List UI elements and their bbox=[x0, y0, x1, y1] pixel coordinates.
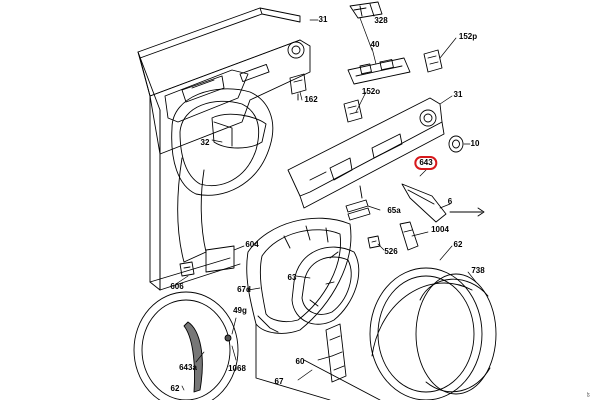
door-hinge-60 bbox=[325, 323, 347, 383]
label-31-right: 31 bbox=[453, 90, 463, 99]
label-10: 10 bbox=[470, 139, 480, 148]
leader-lines bbox=[175, 17, 477, 391]
part-643-handle bbox=[401, 183, 447, 223]
label-32: 32 bbox=[200, 138, 210, 147]
part-606-bracket bbox=[179, 261, 195, 277]
label-67d: 67d bbox=[237, 285, 251, 294]
label-152p: 152p bbox=[458, 32, 478, 41]
label-62-bottom: 62 bbox=[170, 384, 180, 393]
label-49g: 49g bbox=[233, 306, 247, 315]
part-6-rod bbox=[449, 207, 485, 217]
label-526: 526 bbox=[384, 247, 398, 256]
door-glass-62 bbox=[369, 267, 483, 400]
front-panel-top bbox=[149, 39, 311, 291]
part-526-catch bbox=[367, 235, 381, 249]
label-162: 162 bbox=[304, 95, 318, 104]
control-panel bbox=[287, 97, 445, 209]
label-31-top: 31 bbox=[318, 15, 328, 24]
label-152o: 152o bbox=[361, 87, 381, 96]
drum-opening bbox=[171, 88, 274, 263]
label-67: 67 bbox=[274, 377, 284, 386]
part-604-plate bbox=[205, 245, 235, 273]
part-10-knob bbox=[448, 135, 464, 153]
label-738: 738 bbox=[471, 266, 485, 275]
door-base-67 bbox=[255, 323, 381, 400]
part-40-board bbox=[347, 57, 411, 85]
door-lower-62 bbox=[133, 291, 239, 400]
label-62-right: 62 bbox=[453, 240, 463, 249]
label-1068: 1068 bbox=[228, 364, 246, 373]
door-seal-738 bbox=[415, 273, 497, 395]
part-152o-knob bbox=[343, 99, 363, 123]
part-328-switch bbox=[349, 1, 383, 19]
label-60: 60 bbox=[295, 357, 305, 366]
label-606: 606 bbox=[170, 282, 184, 291]
part-1004-latch bbox=[399, 221, 419, 251]
label-1004: 1004 bbox=[431, 225, 449, 234]
label-65a: 65a bbox=[387, 206, 401, 215]
label-63: 63 bbox=[287, 273, 297, 282]
label-643-highlighted: 643 bbox=[414, 156, 438, 170]
part-152p-knob bbox=[423, 49, 443, 73]
door-frame-63 bbox=[246, 217, 352, 334]
part-65a-hinge bbox=[345, 185, 371, 221]
door-ring-67d bbox=[291, 246, 360, 325]
label-328: 328 bbox=[374, 16, 388, 25]
label-604: 604 bbox=[245, 240, 259, 249]
label-643a: 643a bbox=[179, 363, 197, 372]
corner-code: 07 bbox=[585, 392, 591, 397]
label-6: 6 bbox=[447, 197, 453, 206]
label-40: 40 bbox=[370, 40, 380, 49]
part-162-clip bbox=[289, 73, 307, 101]
